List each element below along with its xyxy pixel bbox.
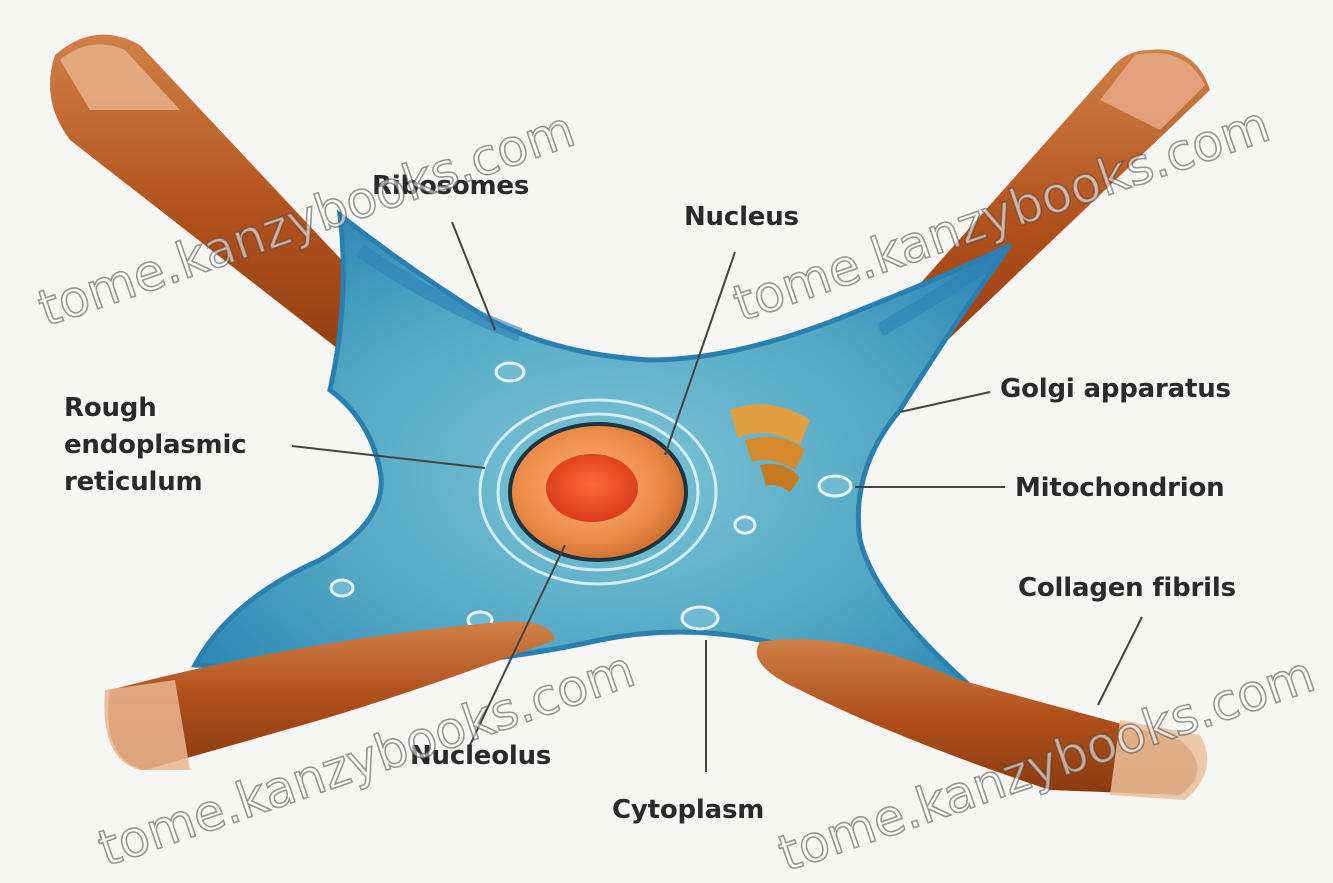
nucleolus-shape — [546, 454, 638, 522]
label-ribosomes: Ribosomes — [372, 170, 529, 202]
label-golgi-apparatus: Golgi apparatus — [1000, 373, 1231, 405]
label-cytoplasm: Cytoplasm — [612, 794, 764, 826]
label-mitochondrion: Mitochondrion — [1015, 472, 1225, 504]
collagen-fibril-bottom-right — [757, 639, 1207, 800]
label-nucleolus: Nucleolus — [410, 740, 551, 772]
label-nucleus: Nucleus — [684, 201, 799, 233]
label-rough-er-line1: Rough — [64, 392, 157, 424]
label-collagen-fibrils: Collagen fibrils — [1018, 572, 1236, 604]
label-rough-er-line2: endoplasmic — [64, 429, 246, 461]
label-rough-er-line3: reticulum — [64, 466, 202, 498]
